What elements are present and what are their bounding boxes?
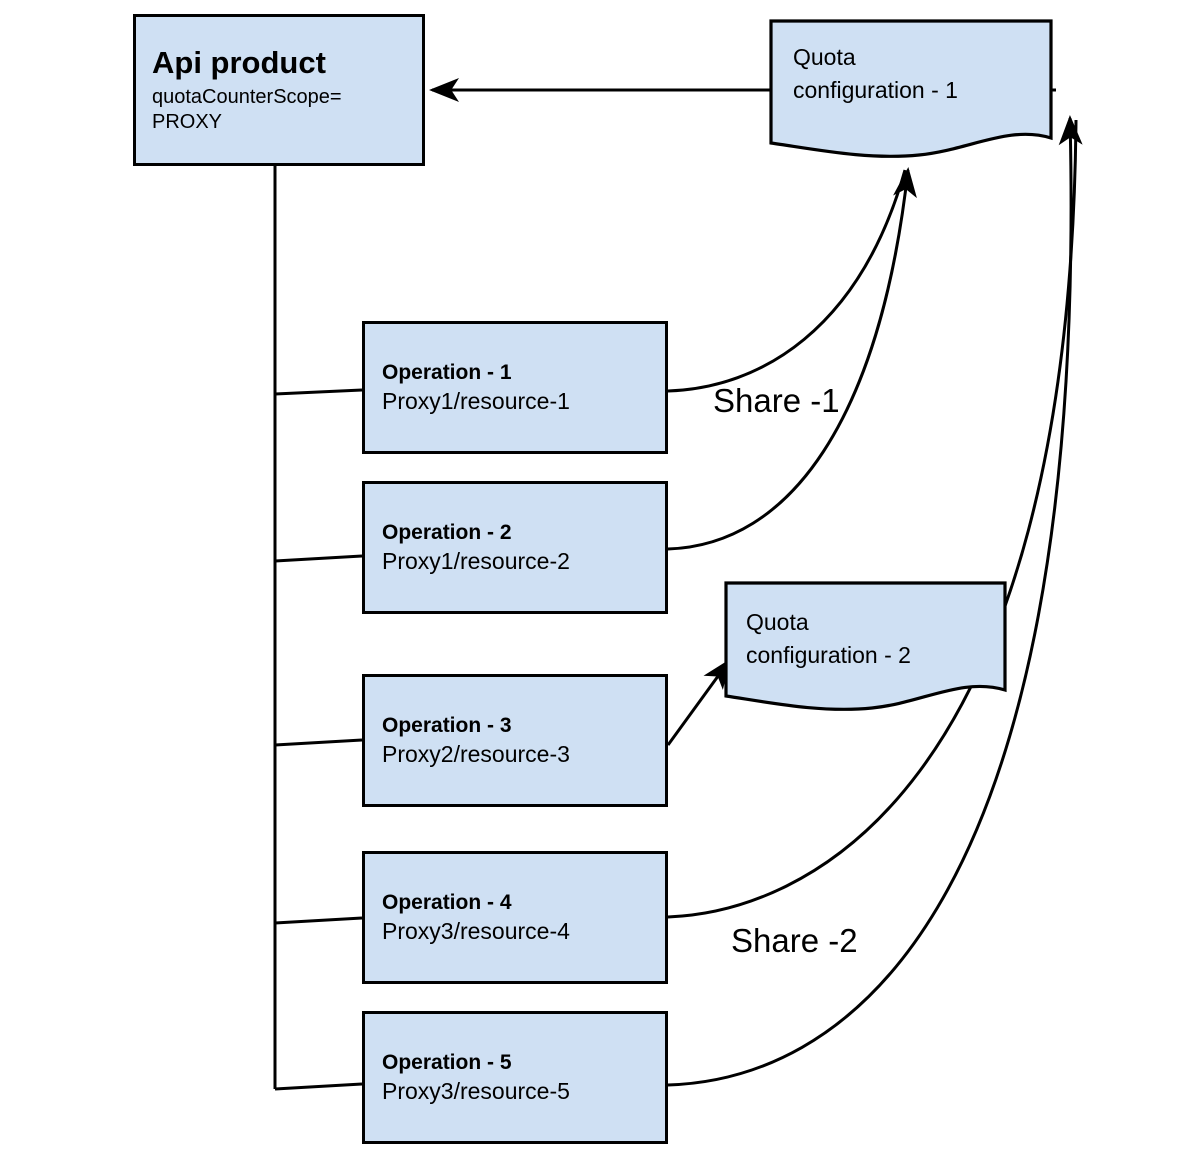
node-api-product[interactable]: Api product quotaCounterScope= PROXY [133, 14, 425, 166]
node-operation-4[interactable]: Operation - 4 Proxy3/resource-4 [362, 851, 668, 984]
node-operation-5[interactable]: Operation - 5 Proxy3/resource-5 [362, 1011, 668, 1144]
operation-3-path: Proxy2/resource-3 [382, 741, 570, 767]
operation-2-path: Proxy1/resource-2 [382, 548, 570, 574]
edge-operation-3-to-quota2 [666, 658, 731, 746]
document-shape-icon [769, 19, 1053, 159]
quota-configuration-2-line1: Quota [746, 609, 809, 635]
api-product-title: Api product [152, 45, 326, 80]
edge-branch-operation-5 [274, 1082, 363, 1091]
quota-configuration-1-text: Quota configuration - 1 [793, 41, 1053, 107]
api-product-attribute: quotaCounterScope= [152, 86, 342, 108]
quota-configuration-1-line1: Quota [793, 44, 856, 70]
edge-label-share-2: Share -2 [731, 922, 858, 959]
node-quota-configuration-2[interactable]: Quota configuration - 2 [724, 581, 1007, 712]
operation-4-path: Proxy3/resource-4 [382, 918, 570, 944]
operation-3-title: Operation - 3 [382, 714, 512, 737]
document-shape-icon [724, 581, 1007, 712]
operation-1-title: Operation - 1 [382, 361, 512, 384]
operation-2-title: Operation - 2 [382, 521, 512, 544]
quota-configuration-1-line2: configuration - 1 [793, 77, 958, 103]
api-product-attribute-value: PROXY [152, 111, 223, 133]
edge-branch-operation-2 [274, 554, 363, 563]
node-operation-3[interactable]: Operation - 3 Proxy2/resource-3 [362, 674, 668, 807]
edge-operation-2-to-quota1 [667, 167, 917, 551]
operation-5-title: Operation - 5 [382, 1051, 512, 1074]
node-quota-configuration-1[interactable]: Quota configuration - 1 [769, 19, 1053, 159]
node-operation-2[interactable]: Operation - 2 Proxy1/resource-2 [362, 481, 668, 614]
edge-branch-operation-3 [274, 738, 363, 747]
edge-branch-operation-4 [274, 916, 363, 925]
operation-1-path: Proxy1/resource-1 [382, 388, 570, 414]
edge-branch-operation-1 [274, 388, 363, 396]
edge-operation-1-to-quota1 [667, 169, 907, 393]
operation-5-path: Proxy3/resource-5 [382, 1078, 570, 1104]
node-operation-1[interactable]: Operation - 1 Proxy1/resource-1 [362, 321, 668, 454]
quota-configuration-2-line2: configuration - 2 [746, 642, 911, 668]
operation-4-title: Operation - 4 [382, 891, 512, 914]
edge-operation-4-to-quota1 [667, 119, 1078, 919]
edge-label-share-1: Share -1 [713, 382, 840, 419]
quota-configuration-2-text: Quota configuration - 2 [746, 606, 1007, 672]
